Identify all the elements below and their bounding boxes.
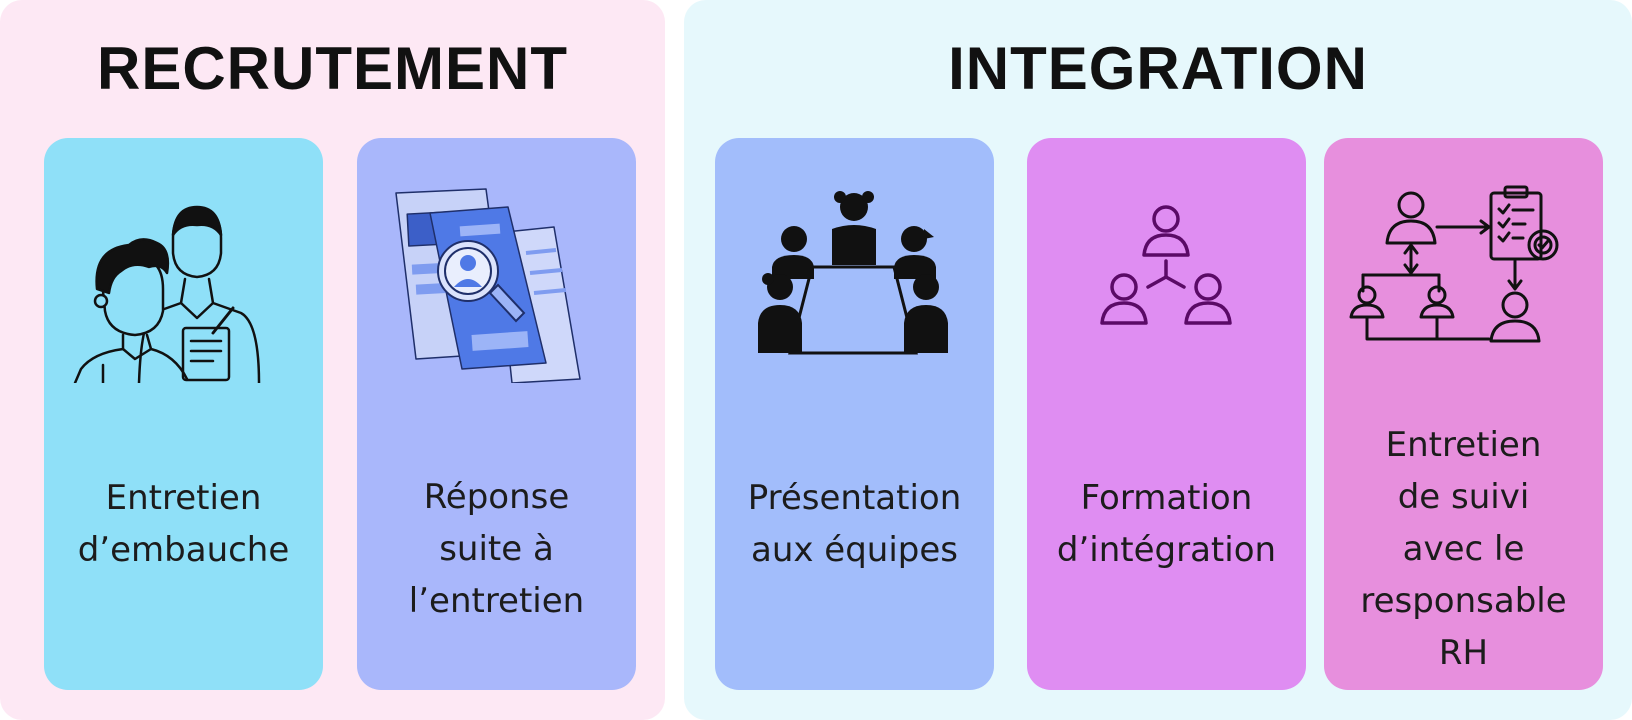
integration-title: INTEGRATION bbox=[948, 35, 1368, 102]
job-interview-icon bbox=[73, 205, 261, 383]
card-label: Formation d’intégration bbox=[1056, 478, 1277, 570]
hr-workflow-icon bbox=[1349, 185, 1559, 343]
card-formation-integration: Formation d’intégration bbox=[1027, 138, 1306, 690]
card-label: Présentation aux équipes bbox=[747, 478, 962, 570]
card-entretien-embauche: Entretien d’embauche bbox=[44, 138, 323, 690]
card-entretien-suivi: Entretien de suivi avec le responsable R… bbox=[1324, 138, 1603, 690]
recrutement-title: RECRUTEMENT bbox=[97, 35, 568, 102]
card-reponse-entretien: Réponse suite à l’entretien bbox=[357, 138, 636, 690]
card-label: Réponse suite à l’entretien bbox=[408, 477, 585, 621]
team-meeting-icon bbox=[758, 191, 948, 355]
card-presentation-equipes: Présentation aux équipes bbox=[715, 138, 994, 690]
card-label: Entretien d’embauche bbox=[77, 478, 290, 570]
recrutement-panel: RECRUTEMENT bbox=[0, 0, 665, 720]
people-network-icon bbox=[1100, 205, 1232, 325]
card-label: Entretien de suivi avec le responsable R… bbox=[1360, 425, 1567, 673]
integration-panel: INTEGRATION bbox=[684, 0, 1632, 720]
resume-search-icon bbox=[395, 188, 581, 383]
